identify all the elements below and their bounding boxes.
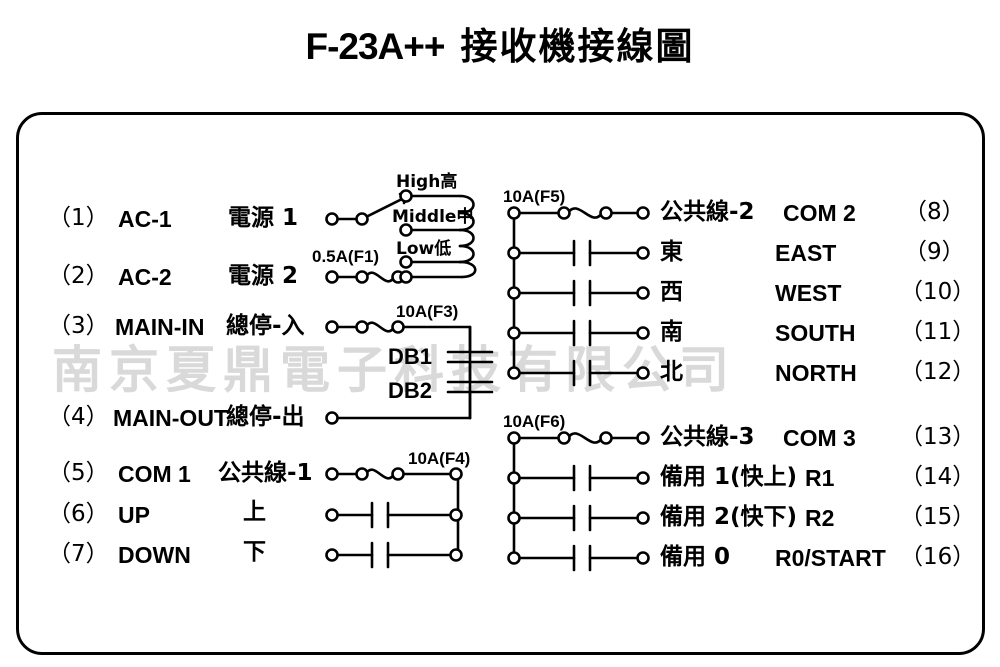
page-title: F-23A++ 接收機接線圖 bbox=[0, 16, 1000, 70]
out-cn-west: 西 bbox=[660, 279, 683, 305]
tap-label-low: Low低 bbox=[396, 239, 452, 259]
title-chinese: 接收機接線圖 bbox=[460, 25, 695, 68]
terminal-name-up: UP bbox=[118, 502, 150, 528]
out-name-east: EAST bbox=[775, 240, 837, 266]
out-name-north: NORTH bbox=[775, 360, 857, 386]
terminal-index-2: （2） bbox=[48, 263, 109, 289]
fuse-label-f6: 10A(F6) bbox=[503, 412, 566, 431]
terminal-index-6: （6） bbox=[48, 501, 109, 527]
capacitor-label-db2: DB2 bbox=[388, 378, 433, 403]
out-index-12: （12） bbox=[900, 359, 976, 385]
out-name-r2: R2 bbox=[805, 505, 835, 531]
terminal-index-4: （4） bbox=[48, 404, 109, 430]
terminal-cn-up: 上 bbox=[243, 499, 266, 525]
out-cn-r2: 備用 2(快下) bbox=[660, 504, 798, 530]
fuse-label-f4: 10A(F4) bbox=[408, 449, 471, 468]
capacitor-label-db1: DB1 bbox=[388, 344, 433, 369]
terminal-cn-down: 下 bbox=[243, 539, 266, 565]
fuse-label-f3: 10A(F3) bbox=[396, 302, 459, 321]
out-index-8: （8） bbox=[904, 199, 965, 225]
terminal-name-down: DOWN bbox=[118, 542, 191, 568]
out-index-16: （16） bbox=[900, 544, 976, 570]
out-cn-north: 北 bbox=[660, 359, 683, 385]
diagram-panel bbox=[16, 112, 985, 655]
out-index-9: （9） bbox=[904, 239, 965, 265]
out-name-r1: R1 bbox=[805, 465, 835, 491]
terminal-name-main-out: MAIN-OUT bbox=[113, 405, 228, 431]
terminal-name-ac2: AC-2 bbox=[118, 264, 172, 290]
terminal-name-main-in: MAIN-IN bbox=[115, 314, 205, 340]
out-cn-r1: 備用 1(快上) bbox=[660, 464, 798, 490]
terminal-index-7: （7） bbox=[48, 541, 109, 567]
out-index-10: （10） bbox=[900, 279, 976, 305]
out-index-11: （11） bbox=[900, 319, 976, 345]
terminal-cn-ac1: 電源 1 bbox=[228, 205, 299, 231]
terminal-index-5: （5） bbox=[48, 460, 109, 486]
fuse-label-f5: 10A(F5) bbox=[503, 187, 566, 206]
out-index-15: （15） bbox=[900, 504, 976, 530]
out-cn-south: 南 bbox=[660, 319, 683, 345]
tap-label-high: High高 bbox=[396, 172, 458, 192]
out-name-r0: R0/START bbox=[775, 545, 886, 571]
out-cn-com3: 公共線-3 bbox=[660, 424, 755, 450]
out-index-14: （14） bbox=[900, 464, 976, 490]
out-cn-east: 東 bbox=[660, 239, 683, 265]
out-cn-r0: 備用 0 bbox=[660, 544, 731, 570]
terminal-cn-ac2: 電源 2 bbox=[228, 263, 299, 289]
title-model: F-23A++ bbox=[305, 26, 445, 67]
tap-label-middle: Middle中 bbox=[392, 207, 474, 227]
terminal-index-3: （3） bbox=[48, 313, 109, 339]
out-name-west: WEST bbox=[775, 280, 842, 306]
terminal-cn-com1: 公共線-1 bbox=[218, 460, 313, 486]
terminal-name-ac1: AC-1 bbox=[118, 206, 172, 232]
out-index-13: （13） bbox=[900, 424, 976, 450]
out-name-com2: COM 2 bbox=[783, 200, 856, 226]
out-cn-com2: 公共線-2 bbox=[660, 199, 755, 225]
fuse-label-f1: 0.5A(F1) bbox=[312, 247, 380, 266]
terminal-cn-main-out: 總停-出 bbox=[226, 404, 305, 430]
terminal-name-com1: COM 1 bbox=[118, 461, 191, 487]
terminal-cn-main-in: 總停-入 bbox=[226, 313, 305, 339]
out-name-com3: COM 3 bbox=[783, 425, 856, 451]
terminal-index-1: （1） bbox=[48, 205, 109, 231]
out-name-south: SOUTH bbox=[775, 320, 856, 346]
